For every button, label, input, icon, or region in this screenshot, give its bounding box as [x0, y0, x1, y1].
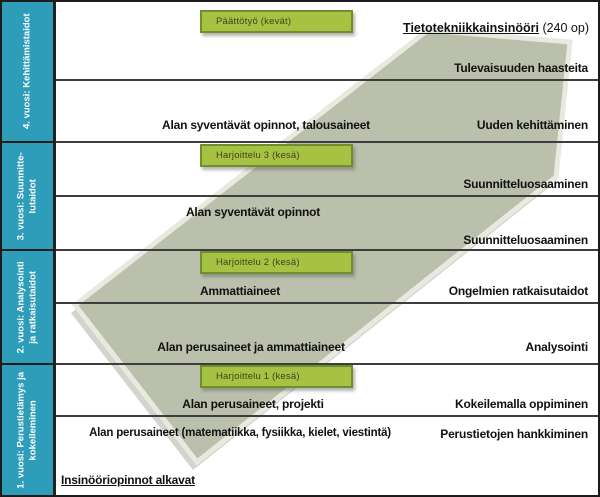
row-divider-line: [56, 415, 598, 417]
milestone-label: Harjoittelu 1 (kesä): [216, 371, 300, 382]
study-label: Alan perusaineet ja ammattiaineet: [157, 340, 345, 354]
outcome-label: Perustietojen hankkiminen: [440, 427, 588, 441]
sidebar-section-year1: 1. vuosi: Perustietämys ja kokeileminen: [2, 365, 56, 495]
sidebar-section-year3: 3. vuosi: Suunnitte- lutaidot: [2, 143, 56, 251]
outcome-label: Uuden kehittäminen: [476, 118, 588, 132]
milestone-label: Harjoittelu 3 (kesä): [216, 150, 300, 161]
year-divider-line: [56, 363, 598, 365]
study-label: Alan perusaineet, projekti: [182, 397, 324, 411]
year-divider-line: [56, 249, 598, 251]
outcome-label: Ongelmien ratkaisutaidot: [448, 284, 588, 298]
outcome-label: Kokeilemalla oppiminen: [455, 397, 588, 411]
outcome-label: Tulevaisuuden haasteita: [454, 61, 588, 75]
milestone-label: Harjoittelu 2 (kesä): [216, 257, 300, 268]
study-label: Alan perusaineet (matematiikka, fysiikka…: [89, 427, 391, 439]
degree-title-line: Tietotekniikkainsinööri (240 op): [403, 21, 589, 35]
start-label: Insinööriopinnot alkavat: [61, 473, 195, 487]
milestone-label: Päättötyö (kevät): [216, 16, 292, 27]
outcome-label: Suunnitteluosaaminen: [463, 233, 588, 247]
degree-title: Tietotekniikkainsinööri: [403, 21, 539, 35]
row-divider-line: [56, 195, 598, 197]
study-label: Ammattiaineet: [199, 284, 281, 298]
milestone-box-internship1: Harjoittelu 1 (kesä): [200, 365, 353, 388]
degree-credits: (240 op): [538, 21, 589, 35]
row-divider-line: [56, 302, 598, 304]
study-label: Alan syventävät opinnot, talousaineet: [162, 118, 370, 132]
milestone-box-internship3: Harjoittelu 3 (kesä): [200, 144, 353, 167]
outcome-label: Analysointi: [525, 340, 589, 354]
sidebar-section-year2: 2. vuosi: Analysointi ja ratkaisutaidot: [2, 251, 56, 365]
milestone-box-thesis: Päättötyö (kevät): [200, 10, 353, 33]
progress-arrow-body: [71, 27, 573, 466]
sidebar-section-year4: 4. vuosi: Kehittämistaidot: [2, 2, 56, 143]
row-divider-line: [56, 79, 598, 81]
study-label: Alan syventävät opinnot: [185, 205, 321, 219]
milestone-box-internship2: Harjoittelu 2 (kesä): [200, 251, 353, 274]
year-divider-line: [56, 141, 598, 143]
outcome-label: Suunnitteluosaaminen: [463, 177, 588, 191]
